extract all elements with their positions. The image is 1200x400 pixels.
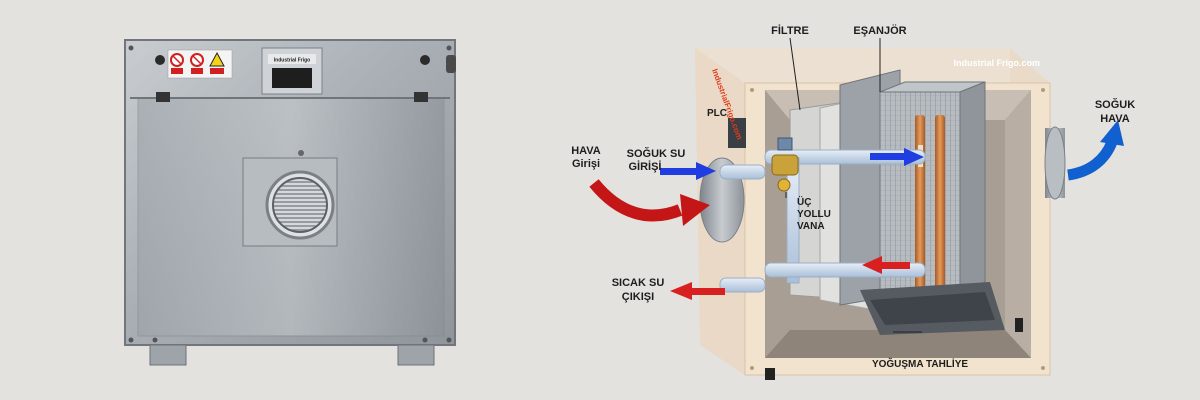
air-out-arrow xyxy=(1067,120,1124,181)
label-sicak-su-line1: SICAK SU xyxy=(612,277,665,289)
no-entry-icon xyxy=(190,53,204,74)
electric-warning-icon xyxy=(209,51,225,74)
label-plc: PLC xyxy=(707,108,727,119)
label-soguk-hava-line2: HAVA xyxy=(1100,113,1130,125)
no-fire-icon xyxy=(170,53,184,74)
label-hava-girisi-line2: Girişi xyxy=(572,158,600,170)
label-soguk-hava-line1: SOĞUK xyxy=(1095,98,1135,111)
unit-badge: Industrial Frigo xyxy=(261,47,323,95)
air-in-arrow xyxy=(589,179,710,226)
hot-water-flow-arrow xyxy=(862,256,910,274)
label-uc-yollu-line3: VANA xyxy=(797,221,825,232)
cutaway-diagram: Industrial Frigo.com IndustrialFrigo.com xyxy=(571,24,1135,380)
unit-badge-text: Industrial Frigo xyxy=(274,58,310,64)
label-uc-yollu-line2: YOLLU xyxy=(797,209,831,220)
warning-stickers xyxy=(167,49,233,79)
cold-water-flow-arrow xyxy=(870,148,924,166)
label-yogusma-tahliye: YOĞUŞMA TAHLİYE xyxy=(872,357,968,370)
label-uc-yollu-line1: ÜÇ xyxy=(797,195,811,208)
cold-water-in-arrow xyxy=(660,162,716,180)
label-hava-girisi-line1: HAVA xyxy=(571,145,601,157)
brand-top: Industrial Frigo.com xyxy=(953,58,1040,68)
label-soguk-su-line1: SOĞUK SU xyxy=(627,147,686,160)
hot-water-out-arrow xyxy=(670,282,725,300)
label-esanjor: EŞANJÖR xyxy=(853,24,906,37)
unit-photo: Industrial Frigo xyxy=(124,39,456,366)
label-sicak-su-line2: ÇIKIŞI xyxy=(622,291,654,303)
label-filtre: FİLTRE xyxy=(771,24,809,37)
label-soguk-su-line2: GİRİŞİ xyxy=(628,160,661,173)
